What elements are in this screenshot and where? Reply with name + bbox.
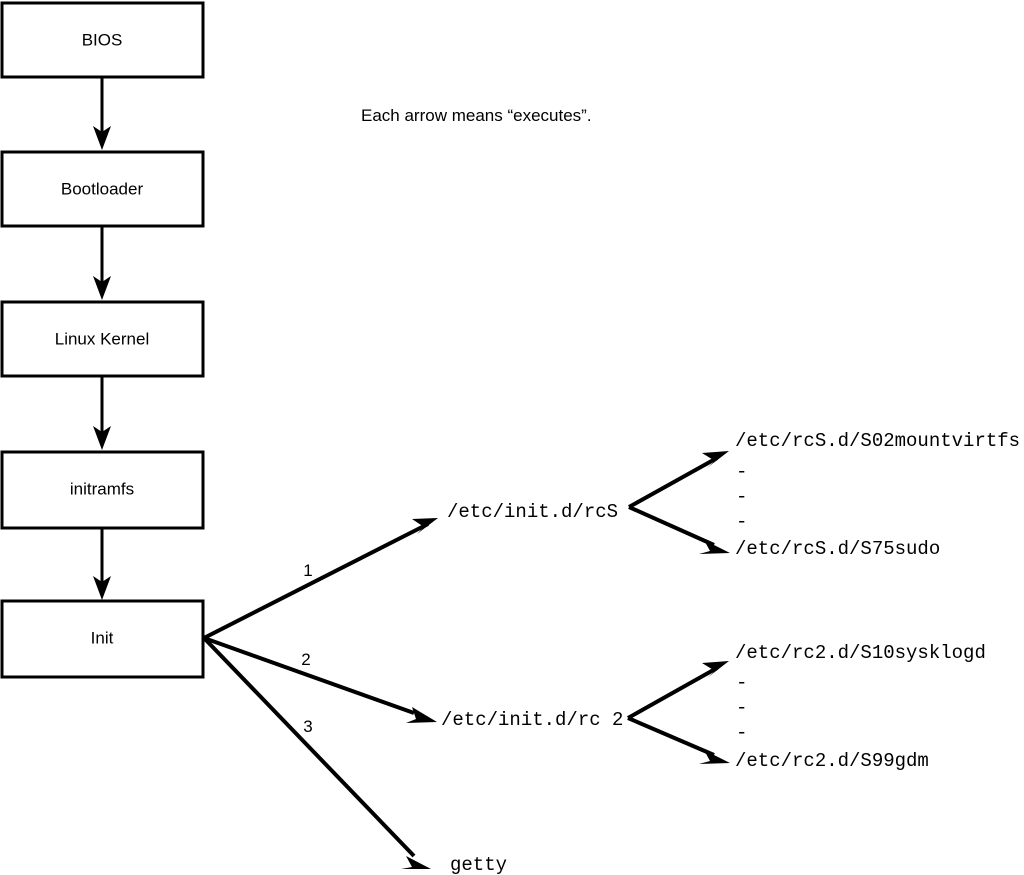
rc2-ellipsis-dash-2: - xyxy=(736,697,747,719)
rcs-subfan-arrowhead-first xyxy=(702,451,729,468)
rc2-subfan-arrowhead-first xyxy=(702,661,729,678)
box-linux-kernel-label: Linux Kernel xyxy=(55,329,150,348)
box-linux-kernel-rect xyxy=(0,300,205,378)
init-branch-3-number: 3 xyxy=(303,717,312,736)
arrowhead-kernel-initramfs xyxy=(93,426,111,450)
init-branch-2-line xyxy=(203,636,415,715)
rcs-script-last: /etc/rcS.d/S75sudo xyxy=(735,538,940,560)
rcs-ellipsis-dash-1: - xyxy=(736,461,747,483)
box-bootloader[interactable]: Bootloader xyxy=(0,150,205,228)
target-rcs-label: /etc/init.d/rcS xyxy=(447,501,618,523)
box-initramfs-label: initramfs xyxy=(70,479,134,498)
rc2-script-first: /etc/rc2.d/S10sysklogd xyxy=(735,642,986,664)
init-branch-3-arrowhead xyxy=(401,856,431,869)
rc2-subfan-line-first xyxy=(627,666,718,720)
arrowhead-bios-bootloader xyxy=(93,126,111,150)
rc2-script-last: /etc/rc2.d/S99gdm xyxy=(735,750,929,772)
rc2-ellipsis-dash-1: - xyxy=(736,672,747,694)
box-init-label: Init xyxy=(91,628,114,647)
box-initramfs-rect xyxy=(0,450,205,530)
target-rc2-label: /etc/init.d/rc 2 xyxy=(441,709,623,731)
init-branch-2-number: 2 xyxy=(301,650,310,669)
caption-text: Each arrow means “executes”. xyxy=(361,106,592,125)
init-branch-3: 3 xyxy=(202,636,431,869)
box-bios-label: BIOS xyxy=(82,30,123,49)
box-linux-kernel[interactable]: Linux Kernel xyxy=(0,300,205,378)
arrowhead-bootloader-kernel xyxy=(93,276,111,300)
box-bios[interactable]: BIOS xyxy=(0,1,205,79)
rc2-subfan-line-last xyxy=(627,716,715,757)
box-init[interactable]: Init xyxy=(0,599,205,679)
rc2-ellipsis-dash-3: - xyxy=(736,722,747,744)
arrowhead-initramfs-init xyxy=(93,576,111,600)
init-branch-3-line xyxy=(202,636,416,858)
rcs-subfan xyxy=(628,451,730,554)
init-branch-1-line xyxy=(203,522,429,640)
box-bootloader-label: Bootloader xyxy=(61,179,144,198)
rcs-ellipsis-dash-3: - xyxy=(736,511,747,533)
box-bios-rect xyxy=(0,1,205,79)
rcs-subfan-line-first xyxy=(628,456,718,509)
rcs-ellipsis-dash-2: - xyxy=(736,486,747,508)
rcs-script-first: /etc/rcS.d/S02mountvirtfs xyxy=(735,430,1020,452)
init-branch-1-number: 1 xyxy=(303,561,312,580)
rcs-subfan-line-last xyxy=(628,505,715,547)
init-branch-2-arrowhead xyxy=(406,707,437,723)
init-branch-1-arrowhead xyxy=(412,518,438,534)
target-getty-label: getty xyxy=(450,854,507,875)
chain-connectors xyxy=(93,77,111,600)
rcs-subfan-arrowhead-last xyxy=(699,540,730,554)
rc2-subfan xyxy=(627,661,730,764)
box-initramfs[interactable]: initramfs xyxy=(0,450,205,530)
rc2-subfan-arrowhead-last xyxy=(699,750,730,764)
init-branch-1: 1 xyxy=(203,518,438,640)
init-branch-2: 2 xyxy=(203,636,437,723)
box-bootloader-rect xyxy=(0,150,205,228)
